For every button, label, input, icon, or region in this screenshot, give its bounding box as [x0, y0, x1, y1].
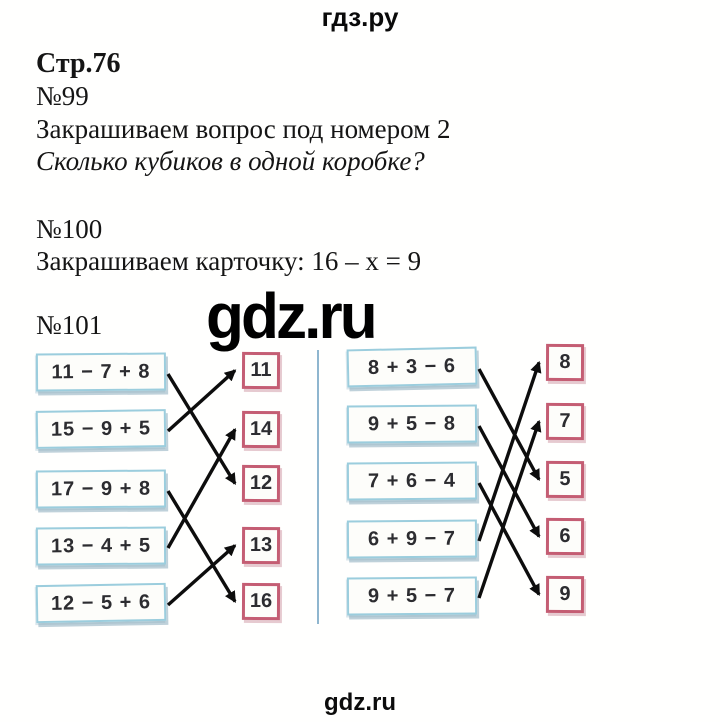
panel-divider	[317, 350, 319, 624]
answer-card: 7	[545, 402, 585, 441]
gdz-watermark: gdz.ru	[206, 280, 378, 352]
answer-card: 14	[241, 410, 281, 449]
site-logo-header: гдз.ру	[321, 2, 399, 32]
page-label: Стр.76	[36, 48, 121, 79]
answer-card: 13	[241, 526, 281, 565]
matching-panel-right: 8 + 3 − 6 9 + 5 − 8 7 + 6 − 4 6 + 9 − 7 …	[346, 343, 587, 618]
expression-card: 6 + 9 − 7	[346, 519, 478, 559]
expression-card: 12 − 5 + 6	[35, 582, 167, 624]
answer-card: 6	[545, 517, 585, 556]
site-logo-footer: gdz.ru	[324, 689, 396, 716]
expression-card: 9 + 5 − 8	[346, 404, 478, 444]
expression-card: 15 − 9 + 5	[35, 409, 167, 449]
matching-panel-left: 11 − 7 + 8 15 − 9 + 5 17 − 9 + 8 13 − 4 …	[35, 351, 282, 624]
expression-card: 17 − 9 + 8	[35, 469, 167, 509]
answer-card: 16	[241, 582, 281, 621]
expression-card: 11 − 7 + 8	[35, 352, 167, 392]
answer-card: 8	[545, 343, 585, 382]
task-number-101: №101	[36, 310, 103, 340]
task-number-99: №99	[36, 81, 89, 111]
expression-card: 9 + 5 − 7	[346, 576, 478, 616]
task-99-instruction: Закрашиваем вопрос под номером 2	[36, 114, 451, 144]
answer-card: 5	[545, 460, 585, 499]
answer-card: 12	[241, 464, 281, 503]
task-100-instruction: Закрашиваем карточку: 16 – х = 9	[36, 246, 422, 276]
answer-card: 9	[545, 575, 585, 614]
expression-card: 13 − 4 + 5	[35, 526, 167, 566]
expression-card: 7 + 6 − 4	[346, 461, 478, 501]
answer-card: 11	[241, 351, 281, 390]
expression-card: 8 + 3 − 6	[346, 346, 478, 388]
task-number-100: №100	[36, 214, 103, 244]
task-99-question: Сколько кубиков в одной коробке?	[36, 146, 425, 176]
